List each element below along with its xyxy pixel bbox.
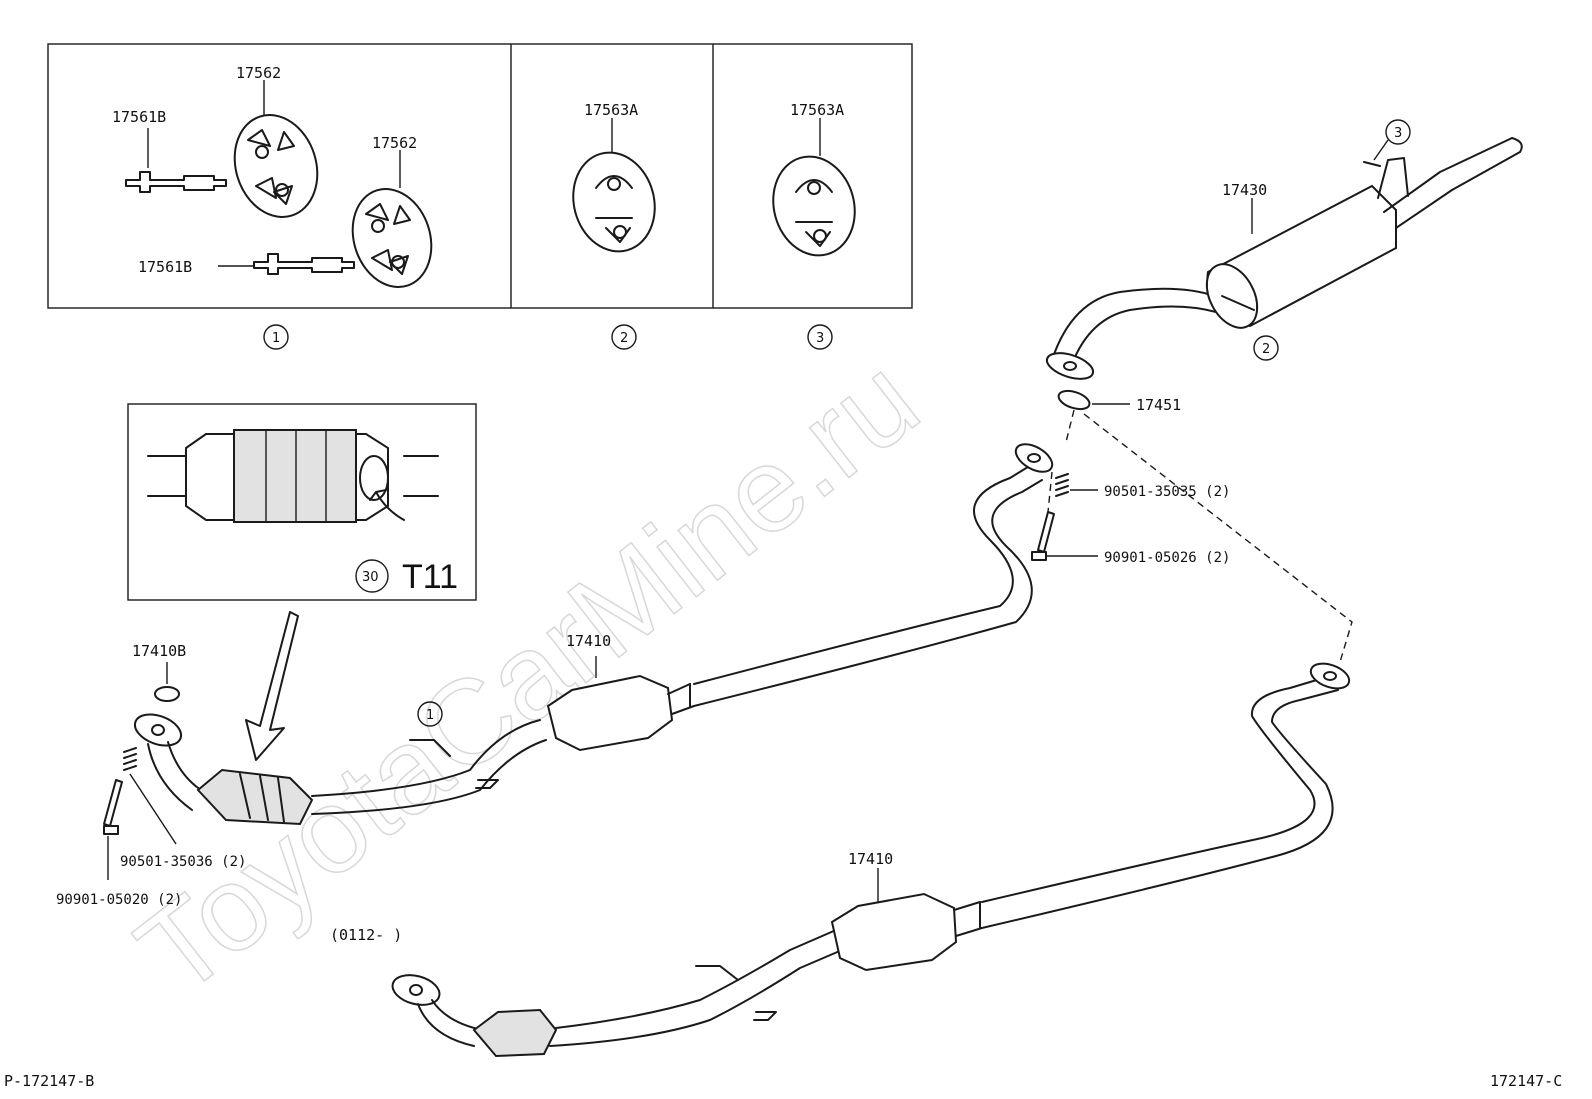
box1-ref: 1 [272, 331, 280, 346]
box1-ref-circle [263, 324, 289, 350]
bolt-90901-05026 [1031, 511, 1055, 561]
dashed-link-lower [1083, 413, 1353, 663]
box3-ref-circle [807, 324, 833, 350]
hanger-17563a-box2 [572, 118, 656, 253]
hanger-17563a-box3 [772, 118, 856, 257]
label-17410b: 17410B [132, 642, 186, 660]
box2-ref: 2 [620, 331, 628, 346]
stud-17561b-upper [125, 128, 227, 193]
front-flange-upper [133, 713, 183, 747]
spring-90501-35035 [1055, 473, 1069, 497]
label-90501-35036: 90501-35036 (2) [120, 854, 246, 870]
label-17430: 17430 [1222, 181, 1267, 199]
dashed-link-upper [1065, 409, 1075, 443]
label-17561b-upper: 17561B [112, 108, 166, 126]
detail-pointer-arrow [245, 611, 299, 761]
resonator-upper [546, 674, 674, 752]
front-flange-lower [391, 974, 441, 1006]
label-17410-upper: 17410 [566, 632, 611, 650]
bolt-90901-05020 [103, 779, 123, 835]
label-90901-05026: 90901-05026 (2) [1104, 550, 1230, 566]
front-converter-upper [196, 768, 314, 826]
label-90501-35035: 90501-35035 (2) [1104, 484, 1230, 500]
resonator-lower [830, 892, 958, 972]
label-17563a-box2: 17563A [584, 101, 638, 119]
label-90901-05020: 90901-05020 (2) [56, 892, 182, 908]
cushion-17562-lower [351, 150, 433, 288]
inset-box-group: 17562 17561B 17562 17561B 1 17563A [47, 43, 913, 350]
catalyst-detail-box: 30 T11 [127, 403, 477, 601]
label-17561b-lower: 17561B [138, 258, 192, 276]
muffler-flange [1045, 352, 1095, 380]
gasket-17451 [1057, 389, 1091, 411]
label-17451: 17451 [1136, 396, 1181, 414]
ref2-circle [1253, 335, 1279, 361]
cushion-17562-upper [233, 80, 319, 218]
torque-icon-text: 30 [362, 570, 379, 585]
detail-code: T11 [402, 558, 458, 596]
label-17562-lower: 17562 [372, 134, 417, 152]
inset-frame [47, 43, 913, 309]
ref3-circle [1385, 119, 1411, 145]
footer-right: 172147-C [1490, 1072, 1562, 1090]
label-17562-upper: 17562 [236, 64, 281, 82]
spring-90501-35036 [123, 747, 137, 771]
ref1-circle [417, 701, 443, 727]
ref1-pipe: 1 [426, 708, 434, 723]
label-17410-lower: 17410 [848, 850, 893, 868]
gasket-17410b [154, 686, 180, 702]
box2-ref-circle [611, 324, 637, 350]
lower-exhaust-assembly [391, 662, 1351, 1058]
torque-icon [355, 559, 389, 593]
footer-left: P-172147-B [4, 1072, 94, 1090]
stud-17561b-lower [218, 253, 355, 275]
date-range: (0112- ) [330, 926, 402, 944]
box3-ref: 3 [816, 331, 824, 346]
front-converter-lower [472, 1008, 558, 1058]
upper-exhaust-assembly: 1 [133, 443, 1054, 826]
ref2-muffler: 2 [1262, 342, 1270, 357]
ref3-tail: 3 [1394, 126, 1402, 141]
dashed-link-flange [1047, 471, 1053, 513]
muffler-assembly [1045, 137, 1523, 380]
rear-hanger-rod [1377, 157, 1409, 199]
label-17563a-box3: 17563A [790, 101, 844, 119]
